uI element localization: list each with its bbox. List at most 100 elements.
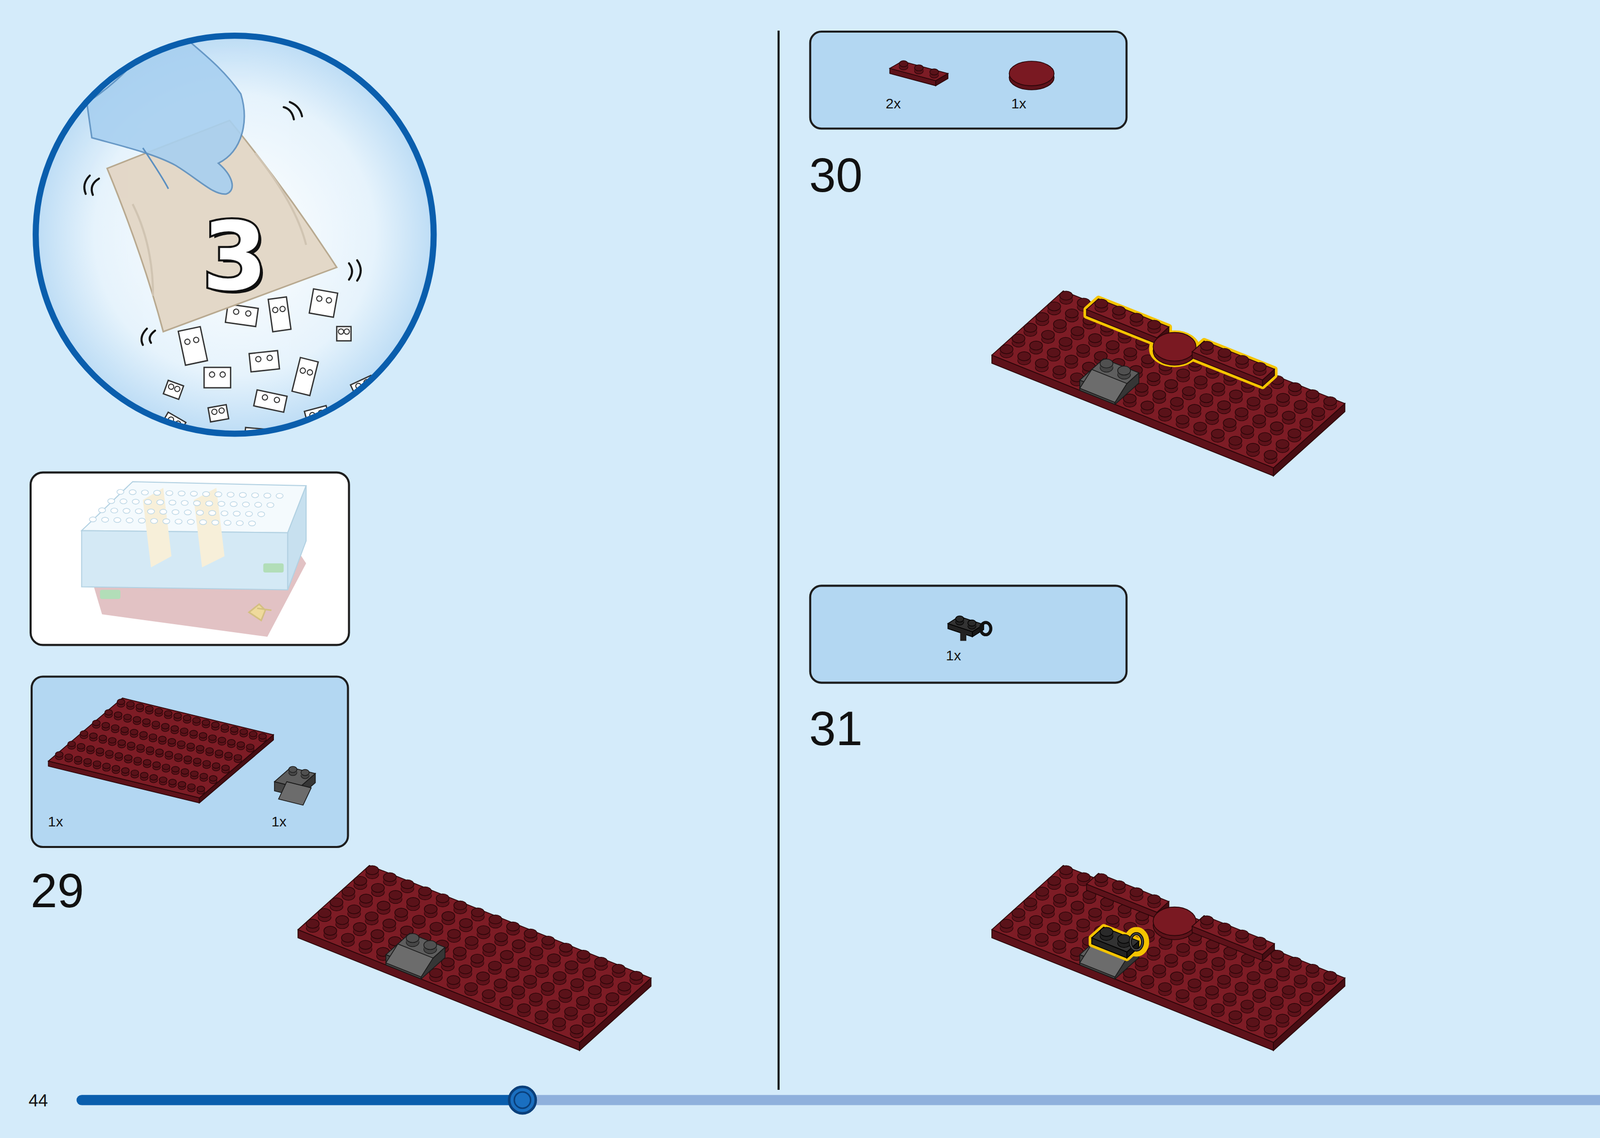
illustration-shape: [1036, 887, 1050, 897]
illustration-shape: [117, 739, 126, 746]
illustration-shape: [245, 310, 252, 317]
illustration-shape: [149, 734, 157, 740]
parts-pictures: [48, 60, 1055, 806]
step-number: 29: [30, 866, 84, 915]
illustration-shape: [524, 929, 538, 939]
illustration-shape: [488, 961, 502, 971]
illustration-shape: [418, 886, 432, 896]
illustration-shape: [1282, 410, 1296, 420]
illustration-shape: [317, 409, 325, 416]
illustration-shape: [471, 907, 485, 917]
illustration-shape: [193, 500, 201, 506]
illustration-shape: [266, 355, 273, 362]
illustration-shape: [197, 786, 205, 792]
illustration-shape: [132, 499, 140, 505]
illustration-shape: [257, 511, 265, 517]
loose-brick: [268, 297, 292, 333]
illustration-shape: [1288, 382, 1302, 392]
clip: [1130, 933, 1143, 951]
illustration-shape: [582, 1013, 596, 1024]
illustration-shape: [359, 894, 373, 904]
illustration-shape: [335, 915, 349, 925]
illustration-shape: [1064, 355, 1078, 365]
motion-mark: [84, 175, 99, 196]
illustration-shape: [105, 750, 113, 756]
illustration-shape: [221, 510, 229, 516]
parts-box-fill: [809, 30, 1128, 130]
illustration-shape: [499, 996, 513, 1006]
loose-brick: [309, 288, 338, 318]
illustration-shape: [268, 297, 292, 333]
illustration-shape: [211, 721, 220, 728]
illustration-shape: [119, 498, 127, 504]
parts-box-fill: [30, 675, 350, 848]
illustration-shape: [111, 724, 119, 731]
illustration-shape: [196, 745, 204, 752]
part-quantity: 1x: [271, 814, 287, 829]
illustration-shape: [1047, 922, 1061, 932]
illustration-shape: [1223, 992, 1237, 1002]
illustration-shape: [249, 350, 280, 372]
illustration-shape: [1176, 368, 1190, 378]
illustration-shape: [190, 771, 199, 777]
illustration-shape: [251, 492, 259, 498]
part-quantity: 1x: [945, 647, 961, 662]
illustration-shape: [363, 378, 371, 386]
illustration-shape: [218, 737, 226, 743]
illustration-shape: [1205, 985, 1219, 995]
illustration-shape: [116, 698, 125, 705]
illustration-shape: [344, 328, 350, 335]
illustration-shape: [1077, 872, 1091, 882]
illustration-shape: [242, 501, 250, 507]
illustration-shape: [98, 735, 107, 741]
illustration-shape: [199, 773, 208, 779]
illustration-shape: [1188, 978, 1202, 988]
illustration-shape: [107, 498, 115, 504]
illustration-shape: [1211, 428, 1225, 439]
illustration-shape: [1258, 960, 1272, 970]
illustration-shape: [541, 936, 555, 946]
illustration-shape: [1264, 1025, 1278, 1035]
illustration-shape: [1117, 934, 1131, 944]
bag-number: 3: [38, 210, 431, 305]
illustration-shape: [162, 764, 170, 770]
illustration-shape: [1100, 358, 1114, 368]
illustration-shape: [1094, 873, 1108, 883]
parts-box-fill: [809, 584, 1128, 684]
illustration-shape: [1294, 974, 1308, 984]
illustration-shape: [125, 517, 133, 523]
illustration-shape: [193, 435, 212, 451]
illustration-shape: [1059, 911, 1073, 921]
illustration-shape: [1217, 975, 1231, 985]
illustration-shape: [629, 971, 643, 981]
loose-brick: [193, 435, 212, 451]
illustration-shape: [212, 762, 220, 769]
illustration-shape: [133, 757, 142, 763]
illustration-shape: [494, 978, 508, 988]
illustration-shape: [1275, 1013, 1289, 1024]
illustration-shape: [1158, 407, 1172, 417]
motion-mark: [349, 260, 361, 281]
illustration-shape: [127, 742, 135, 748]
illustration-shape: [132, 716, 141, 722]
illustration-shape: [218, 407, 225, 414]
illustration-shape: [339, 418, 347, 426]
illustration-shape: [236, 741, 245, 748]
illustration-shape: [158, 736, 167, 742]
illustration-shape: [383, 872, 397, 882]
illustration-shape: [447, 975, 461, 985]
illustration-shape: [1065, 309, 1079, 319]
illustration-shape: [1270, 421, 1284, 431]
illustration-shape: [114, 711, 122, 718]
illustration-shape: [184, 755, 192, 762]
illustration-shape: [122, 508, 130, 514]
illustration-shape: [1170, 397, 1184, 407]
illustration-shape: [980, 622, 991, 635]
illustration-shape: [594, 957, 608, 967]
illustration-shape: [359, 940, 373, 950]
illustration-shape: [113, 517, 121, 523]
illustration-shape: [1247, 396, 1261, 406]
illustration-shape: [142, 718, 151, 725]
illustration-shape: [199, 732, 207, 739]
illustration-shape: [190, 491, 198, 497]
